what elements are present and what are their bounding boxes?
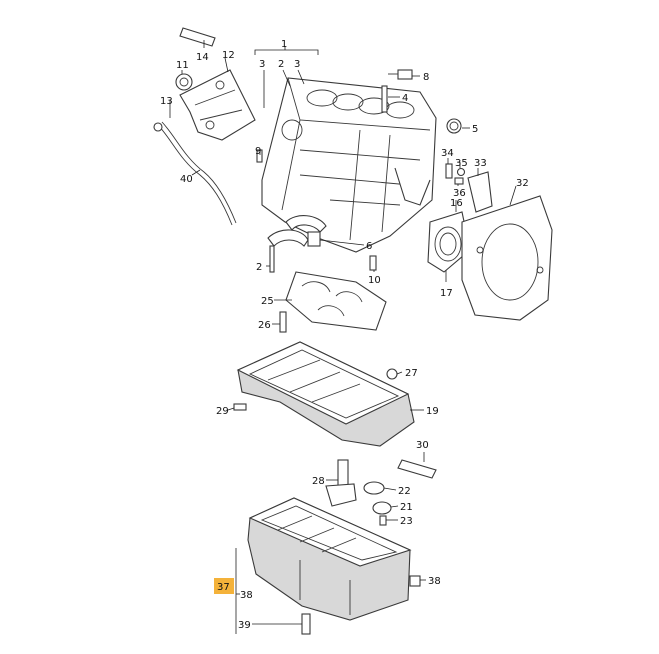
o-ring-part-5[interactable] bbox=[446, 118, 462, 134]
rear-seal-flange[interactable] bbox=[427, 211, 471, 273]
callout-25[interactable]: 25 bbox=[261, 296, 274, 307]
callout-3a[interactable]: 3 bbox=[259, 59, 265, 70]
callout-32[interactable]: 32 bbox=[516, 178, 529, 189]
callout-21[interactable]: 21 bbox=[400, 502, 413, 513]
callout-14[interactable]: 14 bbox=[196, 52, 209, 63]
callout-8[interactable]: 8 bbox=[423, 72, 429, 83]
callout-4[interactable]: 4 bbox=[402, 93, 408, 104]
callout-23[interactable]: 23 bbox=[400, 516, 413, 527]
callout-2[interactable]: 2 bbox=[278, 59, 284, 70]
callout-labels: 1 3 2 3 8 4 5 11 12 14 13 40 9 6 2 10 17… bbox=[160, 39, 529, 631]
mount-bracket[interactable] bbox=[179, 69, 256, 141]
lower-oil-pan[interactable] bbox=[247, 497, 412, 621]
callout-16[interactable]: 16 bbox=[450, 198, 463, 209]
callout-19[interactable]: 19 bbox=[426, 406, 439, 417]
seal-part-22[interactable] bbox=[363, 481, 385, 495]
leader-lines bbox=[169, 40, 517, 634]
callout-9[interactable]: 9 bbox=[255, 146, 261, 157]
bolt-part-10[interactable] bbox=[369, 255, 377, 271]
callout-17[interactable]: 17 bbox=[440, 288, 453, 299]
seal-ring[interactable] bbox=[175, 73, 193, 91]
drain-plug-38[interactable] bbox=[409, 575, 421, 587]
bolt-part-23[interactable] bbox=[379, 515, 387, 526]
callout-6[interactable]: 6 bbox=[366, 241, 372, 252]
callout-12[interactable]: 12 bbox=[222, 50, 235, 61]
bolt-part-39[interactable] bbox=[301, 613, 311, 635]
engine-block[interactable] bbox=[261, 77, 437, 253]
callout-38b[interactable]: 38 bbox=[428, 576, 441, 587]
highlight-marker bbox=[214, 578, 234, 594]
dipstick-tube[interactable] bbox=[153, 121, 237, 226]
callout-37[interactable]: 37 bbox=[217, 582, 230, 593]
callout-28[interactable]: 28 bbox=[312, 476, 325, 487]
callout-2b[interactable]: 2 bbox=[256, 262, 262, 273]
callout-27[interactable]: 27 bbox=[405, 368, 418, 379]
callout-10[interactable]: 10 bbox=[368, 275, 381, 286]
callout-35[interactable]: 35 bbox=[455, 158, 468, 169]
bearing-shells[interactable] bbox=[267, 215, 327, 247]
bolt-part-34[interactable] bbox=[445, 163, 453, 179]
callout-5[interactable]: 5 bbox=[472, 124, 478, 135]
callout-3b[interactable]: 3 bbox=[294, 59, 300, 70]
callout-36[interactable]: 36 bbox=[453, 188, 466, 199]
sensor-part[interactable] bbox=[179, 27, 216, 47]
plug-part-27[interactable] bbox=[386, 368, 398, 380]
callout-39[interactable]: 39 bbox=[238, 620, 251, 631]
nut-part-36[interactable] bbox=[454, 177, 464, 185]
sleeve-part-6[interactable] bbox=[307, 231, 321, 247]
upper-oil-pan[interactable] bbox=[236, 341, 415, 447]
callout-1[interactable]: 1 bbox=[281, 39, 287, 50]
bolt-part-8[interactable] bbox=[388, 69, 413, 80]
bolt-part-26[interactable] bbox=[279, 311, 287, 333]
callout-26[interactable]: 26 bbox=[258, 320, 271, 331]
callout-30[interactable]: 30 bbox=[416, 440, 429, 451]
callout-40[interactable]: 40 bbox=[180, 174, 193, 185]
oil-pickup[interactable] bbox=[325, 459, 357, 507]
callout-29[interactable]: 29 bbox=[216, 406, 229, 417]
bolt-part-9[interactable] bbox=[256, 149, 263, 163]
sensor-bracket-33[interactable] bbox=[467, 171, 493, 213]
callout-13[interactable]: 13 bbox=[160, 96, 173, 107]
stud-part-2[interactable] bbox=[269, 245, 275, 273]
callout-34[interactable]: 34 bbox=[441, 148, 454, 159]
sensor-part-21[interactable] bbox=[372, 501, 392, 515]
callout-11[interactable]: 11 bbox=[176, 60, 189, 71]
cover-plate[interactable] bbox=[461, 195, 553, 321]
callout-22[interactable]: 22 bbox=[398, 486, 411, 497]
washer-part-35[interactable] bbox=[456, 167, 466, 177]
sensor-part-30[interactable] bbox=[397, 459, 437, 479]
stud-part-4[interactable] bbox=[381, 85, 388, 113]
callout-38a[interactable]: 38 bbox=[240, 590, 253, 601]
callout-33[interactable]: 33 bbox=[474, 158, 487, 169]
bolt-part-29[interactable] bbox=[233, 403, 247, 411]
